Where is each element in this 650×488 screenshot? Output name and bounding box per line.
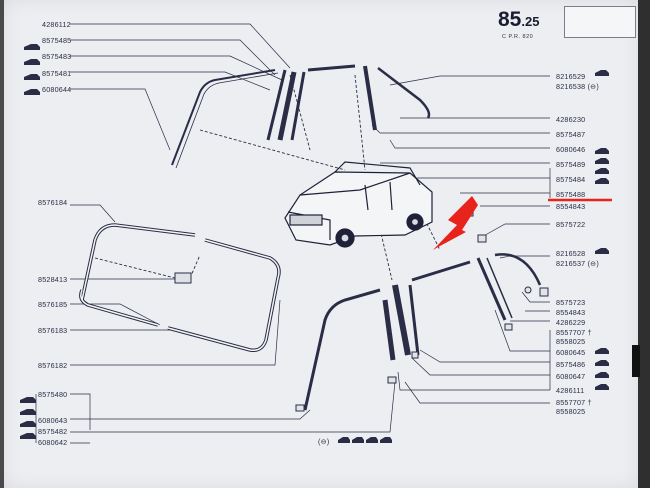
part-label: 8576182 bbox=[38, 361, 68, 370]
part-label: 8575482 bbox=[38, 427, 68, 436]
page-number: 85.25 bbox=[498, 8, 539, 32]
part-label: 8575486 bbox=[556, 360, 586, 369]
part-label: 8216538 (⊖) bbox=[556, 82, 599, 91]
part-label: 8575484 bbox=[556, 175, 586, 184]
car-thumbnail-icon bbox=[564, 6, 636, 38]
index-tab bbox=[632, 345, 640, 377]
part-label: 8576185 bbox=[38, 300, 68, 309]
part-label: 8558025 bbox=[556, 337, 586, 346]
part-label: 8557707 † bbox=[556, 328, 592, 337]
part-label: 4286111 bbox=[556, 386, 585, 395]
part-label: 8575489 bbox=[556, 160, 586, 169]
part-label: 8575483 bbox=[42, 52, 72, 61]
part-label: 8575480 bbox=[38, 390, 68, 399]
model-icons bbox=[20, 44, 609, 443]
page-subtitle: C P.R. 820 bbox=[502, 34, 534, 40]
car-illustration bbox=[284, 161, 433, 248]
part-label: 4286230 bbox=[556, 115, 586, 124]
part-label: 8558025 bbox=[556, 407, 586, 416]
part-label: 8575723 bbox=[556, 298, 586, 307]
part-label: 8554843 bbox=[556, 202, 586, 211]
rear-window-seal bbox=[171, 69, 276, 166]
highlight-arrow bbox=[433, 196, 478, 250]
part-label: 8528413 bbox=[38, 275, 68, 284]
part-label: 8576184 bbox=[38, 198, 68, 207]
part-label: 6080645 bbox=[556, 348, 586, 357]
part-label: 8576183 bbox=[38, 326, 68, 335]
part-label: 6080643 bbox=[38, 416, 68, 425]
part-label: 8216528 bbox=[556, 249, 586, 258]
part-label-highlighted: 8575488 bbox=[556, 190, 586, 199]
part-label: 6080642 bbox=[38, 438, 68, 447]
part-label: 6080647 bbox=[556, 372, 586, 381]
part-label: 8575487 bbox=[556, 130, 586, 139]
part-label: 8575485 bbox=[42, 36, 72, 45]
part-label: 8216537 (⊖) bbox=[556, 259, 599, 268]
part-label: 8557707 † bbox=[556, 398, 592, 407]
page-number-main: 85 bbox=[498, 8, 522, 31]
binder-edge bbox=[638, 0, 650, 488]
page-number-sub: .25 bbox=[521, 14, 540, 29]
part-label: 8216529 bbox=[556, 72, 586, 81]
part-label: 6080644 bbox=[42, 85, 72, 94]
part-label-top: 4286112 bbox=[42, 20, 71, 29]
part-label: 6080646 bbox=[556, 145, 586, 154]
footer-legend: (⊖) bbox=[318, 437, 330, 446]
part-label: 8554843 bbox=[556, 308, 586, 317]
part-label: 8575481 bbox=[42, 69, 72, 78]
seal-joint bbox=[174, 272, 192, 284]
part-label: 8575722 bbox=[556, 220, 586, 229]
part-label: 4286229 bbox=[556, 318, 586, 327]
